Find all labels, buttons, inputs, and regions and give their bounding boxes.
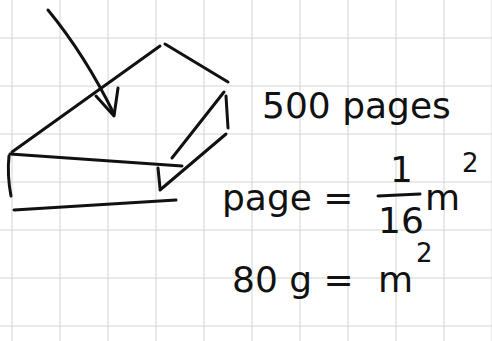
formula-text: 80 g = — [232, 262, 354, 298]
fraction-bar — [378, 194, 420, 196]
exponent: 2 — [416, 240, 433, 266]
grid-line — [0, 326, 492, 327]
grid-line — [60, 0, 61, 341]
grid-line — [108, 0, 109, 341]
book-edge — [226, 96, 228, 128]
exponent: 2 — [462, 150, 479, 176]
formula-text: page = — [222, 180, 354, 216]
book-edge — [160, 134, 226, 190]
grid-line — [12, 0, 13, 341]
book-edge — [10, 154, 182, 166]
unit-text: m — [378, 262, 413, 298]
grid-line — [0, 86, 492, 87]
grid-line — [444, 0, 445, 341]
unit-text: m — [425, 180, 460, 216]
book-edge — [158, 168, 160, 188]
denominator: 16 — [378, 203, 424, 239]
book-edge — [165, 44, 228, 82]
grid-line — [0, 134, 492, 135]
arrow-head — [96, 88, 118, 116]
grid-line — [204, 0, 205, 341]
book-edge — [172, 92, 224, 158]
grid-line — [0, 38, 492, 39]
book-edge — [8, 156, 11, 196]
grid-line — [156, 0, 157, 341]
book-edge — [14, 200, 176, 210]
pointer-arrow — [48, 10, 114, 114]
note-text: 500 pages — [262, 88, 451, 124]
numerator: 1 — [390, 152, 413, 188]
